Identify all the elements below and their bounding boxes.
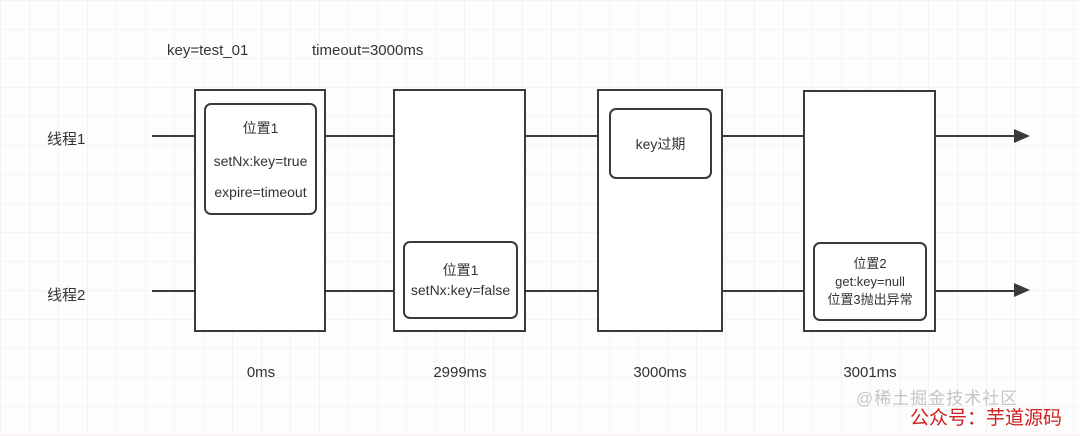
event-note-line: 位置3抛出异常 (827, 291, 913, 307)
thread1-label: 线程1 (47, 131, 86, 148)
event-note-line: 位置2 (853, 255, 887, 271)
event-note-3000ms: key过期 (609, 108, 712, 179)
event-note-3001ms: 位置2 get:key=null 位置3抛出异常 (813, 242, 927, 321)
thread2-label: 线程2 (47, 287, 86, 304)
community-watermark: @稀土掘金技术社区 (856, 389, 1019, 408)
event-note-line: setNx:key=true (213, 152, 308, 169)
thread2-arrowhead-icon (1014, 283, 1030, 297)
wechat-watermark: 公众号：芋道源码 (910, 408, 1063, 429)
event-box-0ms: 位置1 setNx:key=true expire=timeout (194, 89, 326, 332)
event-note-line: expire=timeout (214, 183, 307, 200)
thread1-arrowhead-icon (1014, 129, 1030, 143)
thread2-timeline (152, 290, 1016, 292)
event-note-line: 位置1 (242, 120, 279, 137)
time-label-2999ms: 2999ms (433, 364, 487, 381)
time-label-3001ms: 3001ms (843, 364, 897, 381)
event-note-2999ms: 位置1 setNx:key=false (403, 241, 518, 319)
key-param-label: key=test_01 (167, 42, 249, 59)
event-note-line: setNx:key=false (410, 282, 511, 298)
event-note-line: get:key=null (835, 273, 905, 289)
event-box-2999ms: 位置1 setNx:key=false (393, 89, 526, 332)
event-box-3001ms: 位置2 get:key=null 位置3抛出异常 (803, 90, 936, 332)
time-label-3000ms: 3000ms (633, 364, 687, 381)
event-note-line: 位置1 (442, 262, 479, 278)
timeout-param-label: timeout=3000ms (312, 42, 424, 59)
event-note-line: key过期 (635, 135, 686, 152)
thread1-timeline (152, 135, 1016, 137)
event-box-3000ms: key过期 (597, 89, 723, 332)
time-label-0ms: 0ms (246, 364, 276, 381)
event-note-0ms: 位置1 setNx:key=true expire=timeout (204, 103, 317, 215)
